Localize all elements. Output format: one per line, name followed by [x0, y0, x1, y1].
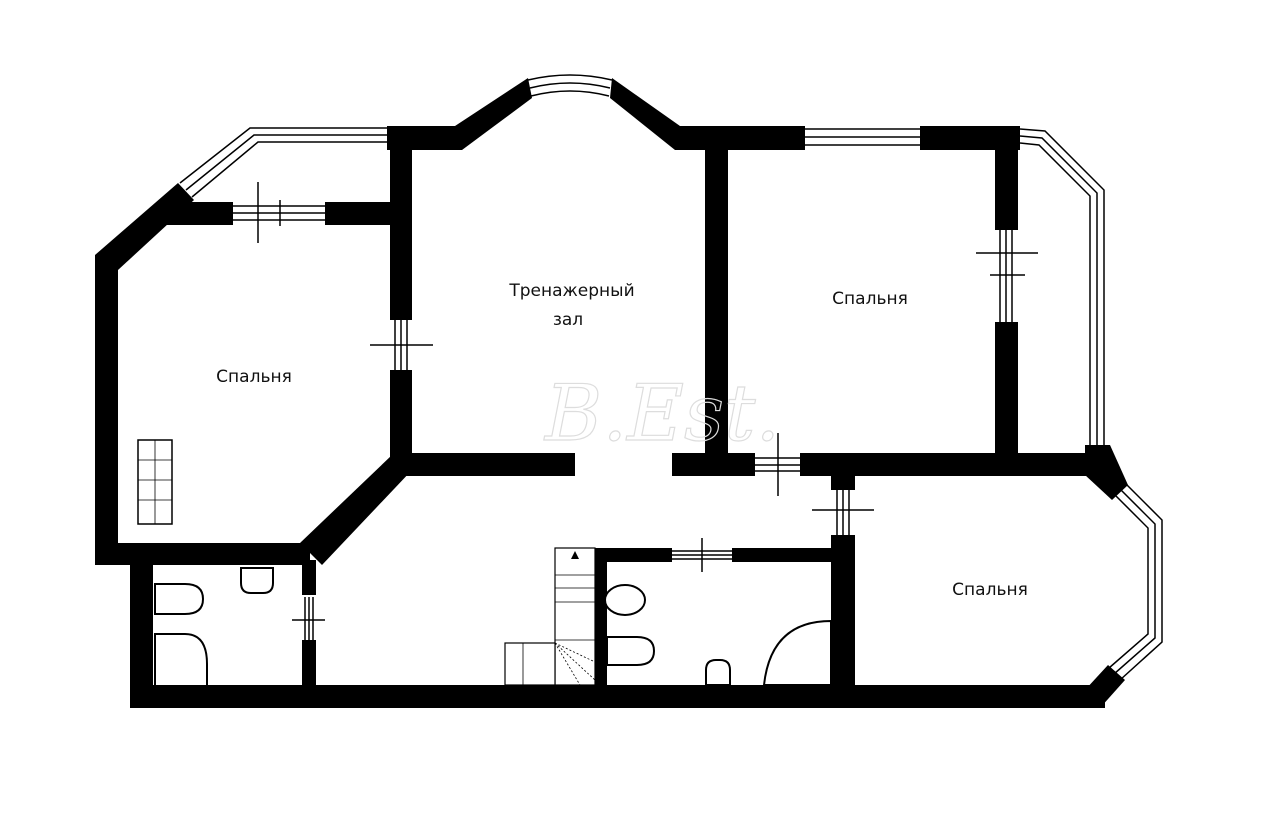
room-label-bedroom-left: Спальня	[216, 367, 292, 387]
wall-bedroom-top-a	[165, 202, 233, 225]
wall-bedroom2-right-b	[995, 322, 1018, 457]
wall-gym-right	[705, 150, 728, 475]
fixtures	[137, 439, 832, 687]
wall-bedroom2-right-a	[995, 150, 1018, 230]
wall-bath1-right-a	[302, 560, 316, 595]
toilet-icon	[606, 636, 656, 666]
wall-bath1-right-b	[302, 640, 316, 690]
wall-bottom	[130, 685, 1105, 708]
wall-bath2-top-a	[595, 548, 672, 562]
wall-bedroom-top-b	[325, 202, 393, 225]
wall-right-corner	[1085, 445, 1128, 500]
toilet-icon	[154, 583, 205, 615]
wall-gym-left-b	[390, 370, 412, 470]
bidet-icon	[705, 659, 731, 686]
shower-icon	[154, 633, 208, 687]
wall-hall-diagonal	[300, 455, 412, 565]
wall-mid-b	[672, 453, 755, 476]
sink-icon	[240, 567, 274, 594]
stairs	[554, 547, 596, 686]
wall-gym-left-a	[390, 126, 412, 320]
shower-corner-icon	[762, 619, 832, 686]
toilet-wall-icon	[604, 584, 646, 616]
wall-bath2-left	[595, 548, 607, 688]
wall-bath2-top-b	[732, 548, 832, 562]
wall-mid-c	[800, 453, 1100, 476]
wall-top-right	[920, 126, 1020, 150]
room-label-bedroom-right-top: Спальня	[832, 289, 908, 309]
wall-mid-a	[405, 453, 575, 476]
wall-left-bedroom-bottom	[95, 543, 310, 565]
wall-top-left-bay	[387, 78, 532, 150]
room-label-gym: Тренажерный	[508, 281, 634, 301]
watermark-logo: B.Est.	[543, 369, 780, 459]
windows	[179, 74, 1163, 681]
wall-bath1-left	[130, 565, 153, 695]
wall-bedroom3-left-a	[831, 476, 855, 490]
room-label-bedroom-right-bottom: Спальня	[952, 580, 1028, 600]
stairs-landing	[504, 642, 556, 686]
room-label-gym-line2: зал	[553, 310, 583, 330]
wall-left-outer	[95, 255, 118, 565]
walls	[95, 78, 1128, 708]
wall-top-right-bay	[610, 78, 805, 150]
wall-bedroom3-left-b	[831, 535, 855, 695]
stairs-arrow-icon	[571, 551, 579, 559]
